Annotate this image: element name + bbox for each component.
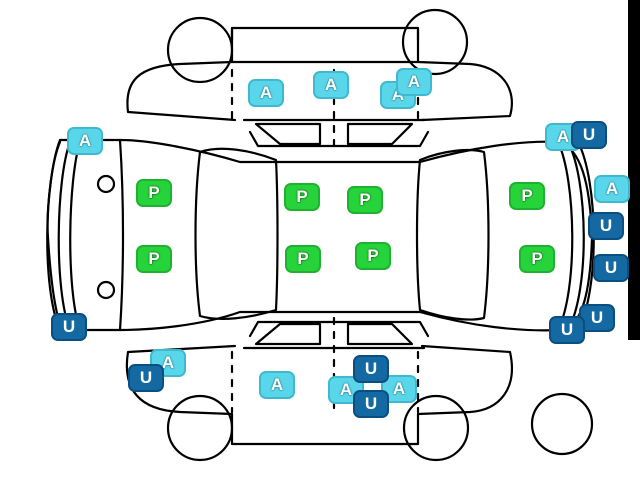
side-bottom-window-rear — [346, 322, 414, 346]
marker-p[interactable]: P — [509, 182, 545, 210]
wheel-spare — [530, 392, 594, 456]
side-bottom-window-front — [254, 322, 322, 346]
marker-u[interactable]: U — [588, 212, 624, 240]
marker-u[interactable]: U — [571, 121, 607, 149]
marker-p[interactable]: P — [284, 183, 320, 211]
side-bottom-body — [230, 412, 420, 446]
marker-p[interactable]: P — [519, 245, 555, 273]
marker-p[interactable]: P — [355, 242, 391, 270]
marker-p[interactable]: P — [285, 245, 321, 273]
marker-p[interactable]: P — [136, 245, 172, 273]
side-top-rear-fender — [416, 60, 513, 122]
marker-u[interactable]: U — [51, 313, 87, 341]
rear-window — [415, 148, 490, 321]
wheel-front-left — [166, 16, 234, 84]
right-edge-bar — [628, 0, 640, 340]
side-top-body — [230, 26, 420, 64]
marker-u[interactable]: U — [549, 316, 585, 344]
marker-u[interactable]: U — [353, 390, 389, 418]
marker-a[interactable]: A — [396, 68, 432, 96]
windshield — [194, 147, 279, 320]
side-top-lower — [230, 28, 420, 42]
marker-u[interactable]: U — [353, 355, 389, 383]
marker-a[interactable]: A — [150, 349, 186, 377]
side-top-window-rear — [346, 122, 414, 146]
marker-u[interactable]: U — [593, 254, 629, 282]
marker-u[interactable]: U — [579, 304, 615, 332]
marker-u[interactable]: U — [128, 364, 164, 392]
marker-p[interactable]: P — [136, 179, 172, 207]
marker-a[interactable]: A — [248, 79, 284, 107]
wheel-front-right — [166, 394, 234, 462]
marker-a[interactable]: A — [594, 175, 630, 203]
wheel-rear-right — [402, 394, 470, 462]
marker-a[interactable]: A — [67, 127, 103, 155]
body-outline — [46, 138, 594, 332]
marker-a[interactable]: A — [259, 371, 295, 399]
side-top-front-fender — [126, 60, 237, 122]
marker-a[interactable]: A — [313, 71, 349, 99]
side-bottom-rear-fender — [416, 344, 513, 416]
wheel-rear-left — [401, 8, 469, 76]
marker-p[interactable]: P — [347, 186, 383, 214]
side-top-window-front — [254, 122, 322, 146]
